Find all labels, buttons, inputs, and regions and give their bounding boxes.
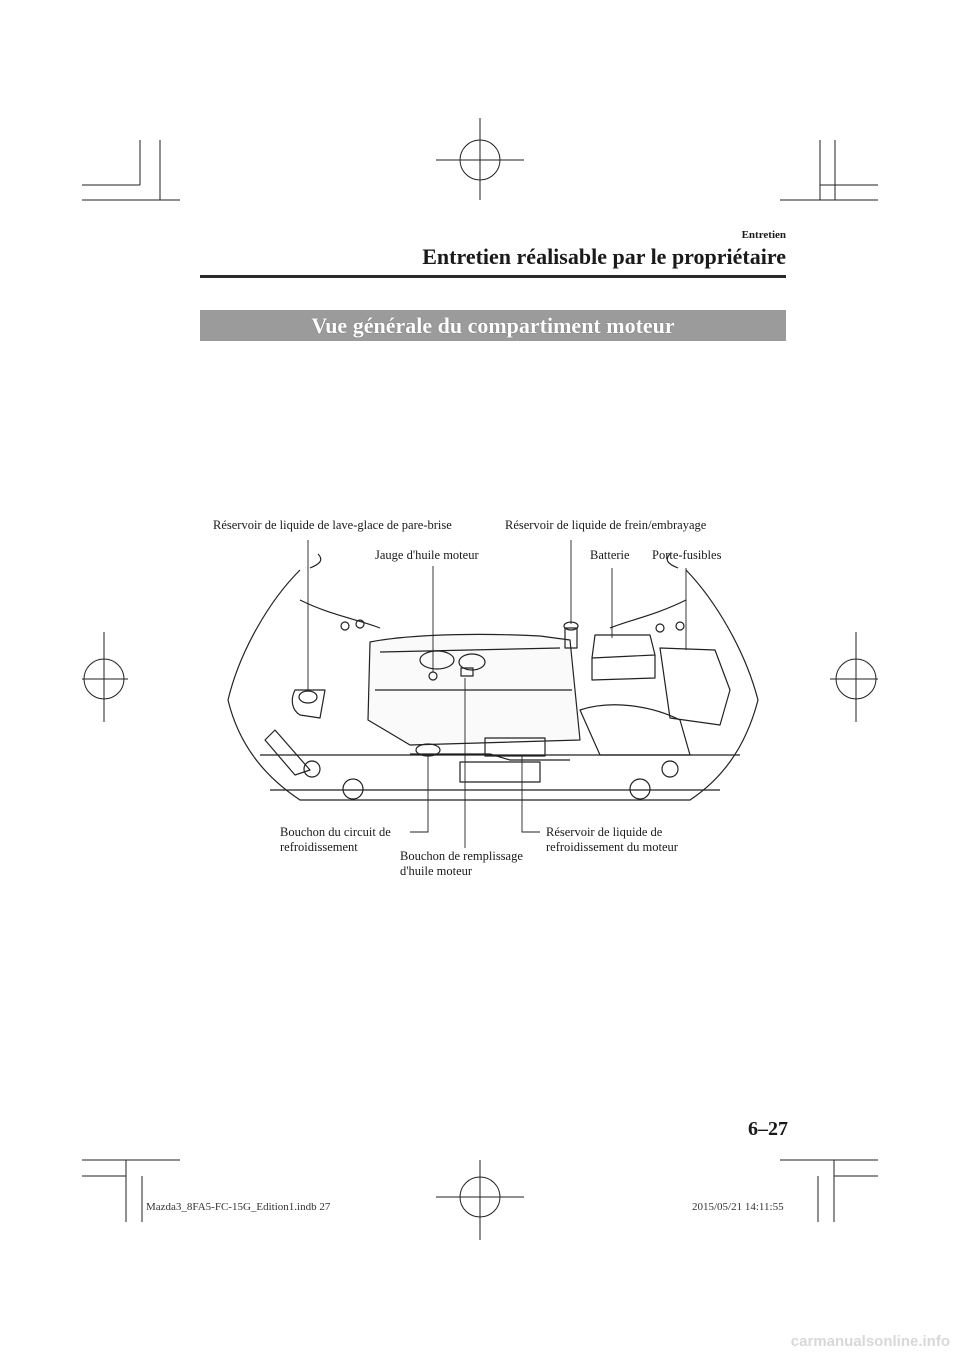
footer-datetime: 2015/05/21 14:11:55 — [692, 1201, 784, 1213]
label-radiator-cap: Bouchon du circuit de refroidissement — [280, 825, 391, 854]
watermark: carmanualsonline.info — [790, 1333, 950, 1350]
label-dipstick: Jauge d'huile moteur — [375, 548, 479, 562]
header-rule — [200, 275, 786, 278]
section-banner: Vue générale du compartiment moteur — [200, 310, 786, 341]
footer-file: Mazda3_8FA5-FC-15G_Edition1.indb 27 — [146, 1201, 331, 1213]
label-washer-reservoir: Réservoir de liquide de lave-glace de pa… — [213, 518, 452, 532]
label-battery: Batterie — [590, 548, 630, 562]
page-title: Entretien réalisable par le propriétaire — [422, 244, 786, 269]
engine-compartment-illustration — [227, 540, 759, 848]
label-oil-filler-cap: Bouchon de remplissage d'huile moteur — [400, 849, 523, 878]
section-name: Entretien — [741, 229, 786, 241]
page-number: 6–27 — [748, 1118, 788, 1140]
label-brake-reservoir: Réservoir de liquide de frein/embrayage — [505, 518, 707, 532]
label-fuse-block: Porte-fusibles — [652, 548, 722, 562]
label-coolant-reservoir: Réservoir de liquide de refroidissement … — [546, 825, 678, 854]
